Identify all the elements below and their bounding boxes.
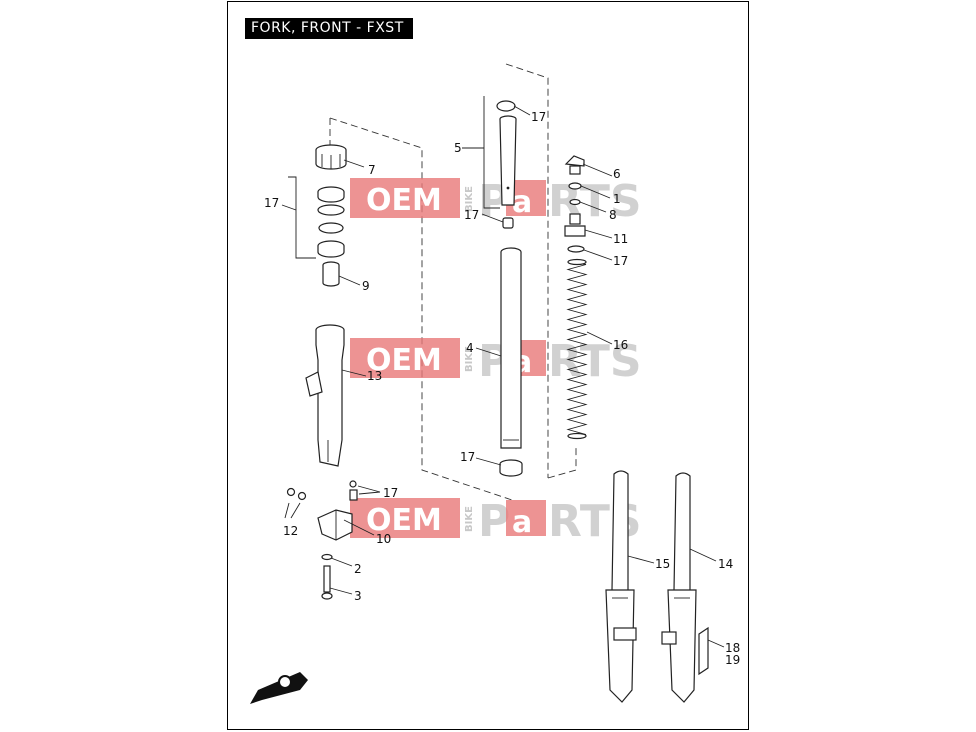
- callout-6: 6: [613, 167, 621, 181]
- part-17-ring-top[interactable]: [496, 100, 516, 112]
- callout-labels: 1 2 3 4 5 6 7 8 9 10 11 12 13 14 15 16 1…: [264, 110, 740, 667]
- part-6-cap[interactable]: [564, 155, 585, 175]
- spring-end: [567, 258, 587, 266]
- part-18-19-reflector[interactable]: [698, 626, 709, 676]
- callout-17-left: 17: [264, 196, 279, 210]
- callout-12: 12: [283, 524, 298, 538]
- part-16-spring[interactable]: [566, 258, 588, 440]
- assembly-guide-lines: [329, 63, 577, 501]
- part-12-screws[interactable]: [284, 487, 307, 519]
- part-17-ring-bottom[interactable]: [499, 459, 523, 477]
- part-8-oring[interactable]: [569, 198, 581, 206]
- callout-15: 15: [655, 557, 670, 571]
- spring-end: [567, 432, 587, 440]
- part-7-seal[interactable]: [315, 144, 347, 170]
- part-1-nut[interactable]: [568, 182, 582, 190]
- part-14-fork-assembly-right[interactable]: [661, 472, 697, 703]
- callout-11: 11: [613, 232, 628, 246]
- callout-18: 18: [725, 641, 740, 655]
- svg-text:BIKE: BIKE: [464, 346, 475, 372]
- callout-16: 16: [613, 338, 628, 352]
- part-17-rings-left[interactable]: [317, 186, 345, 258]
- leader-lines: [281, 96, 725, 648]
- part-9-bushing[interactable]: [322, 261, 340, 287]
- callout-17-screw: 17: [383, 486, 398, 500]
- svg-text:a: a: [512, 505, 532, 540]
- part-15-fork-assembly-left[interactable]: [605, 470, 637, 703]
- callout-13: 13: [367, 369, 382, 383]
- callout-7: 7: [368, 163, 376, 177]
- part-13-slider-left[interactable]: [305, 324, 345, 467]
- part-17-ring-damper[interactable]: [502, 217, 514, 229]
- part-2-washer[interactable]: [321, 553, 333, 561]
- part-11-plug[interactable]: [564, 213, 586, 237]
- svg-text:OEM: OEM: [366, 503, 442, 538]
- svg-text:OEM: OEM: [366, 183, 442, 218]
- callout-10: 10: [376, 532, 391, 546]
- callout-9: 9: [362, 279, 370, 293]
- callout-17-top: 17: [531, 110, 546, 124]
- callout-19: 19: [725, 653, 740, 667]
- part-10-clamp[interactable]: [317, 509, 353, 541]
- callout-14: 14: [718, 557, 733, 571]
- watermark-middle: OEM BIKE P a RTS: [350, 336, 642, 387]
- svg-text:RTS: RTS: [548, 176, 642, 227]
- callout-17-middle: 17: [464, 208, 479, 222]
- part-17-screw-small[interactable]: [349, 480, 358, 501]
- watermark-top: OEM BIKE P a RTS: [350, 176, 642, 227]
- part-5-damper-tube[interactable]: [499, 115, 517, 206]
- callout-1: 1: [613, 192, 621, 206]
- callout-17-right: 17: [613, 254, 628, 268]
- callout-17-bottom: 17: [460, 450, 475, 464]
- svg-text:OEM: OEM: [366, 343, 442, 378]
- callout-3: 3: [354, 589, 362, 603]
- callout-5: 5: [454, 141, 462, 155]
- callout-2: 2: [354, 562, 362, 576]
- svg-text:P: P: [478, 496, 510, 547]
- part-17-washer-right[interactable]: [567, 245, 585, 253]
- front-direction-icon: [250, 672, 308, 704]
- svg-text:RTS: RTS: [548, 336, 642, 387]
- diagram-title: FORK, FRONT - FXST: [245, 18, 413, 39]
- watermark-bottom: OEM BIKE P a RTS: [350, 496, 642, 547]
- diagram-frame: [227, 1, 749, 730]
- callout-8: 8: [609, 208, 617, 222]
- part-4-fork-tube[interactable]: [500, 247, 522, 449]
- svg-text:a: a: [512, 185, 532, 220]
- svg-text:BIKE: BIKE: [464, 506, 475, 532]
- callout-4: 4: [466, 341, 474, 355]
- part-3-bolt[interactable]: [321, 565, 333, 600]
- svg-text:BIKE: BIKE: [464, 186, 475, 212]
